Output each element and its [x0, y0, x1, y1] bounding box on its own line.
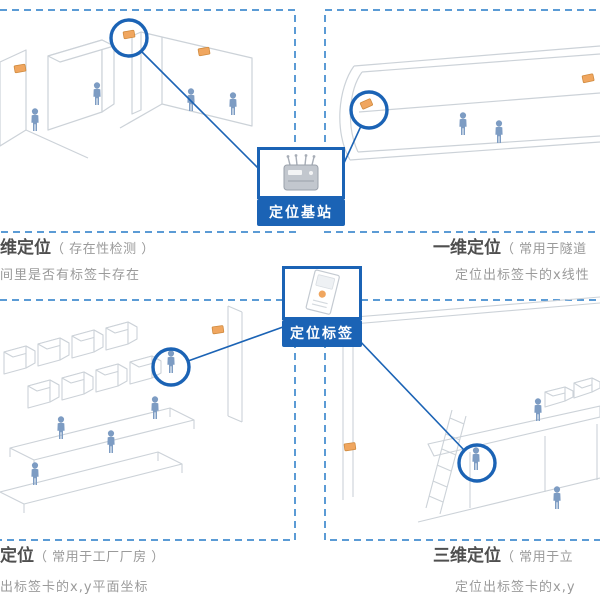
connector-line	[343, 125, 362, 164]
highlight-circle	[109, 18, 149, 58]
title-1d-positioning: 一维定位（ 常用于隧道	[433, 238, 587, 258]
person-figure-icon	[107, 430, 115, 453]
subtitle-1d-positioning: 定位出标签卡的x线性	[455, 268, 590, 283]
title-text: 三维定位	[433, 546, 501, 566]
people-bottom-right	[472, 398, 561, 509]
title-2d-positioning: 定位（ 常用于工厂厂房 ）	[0, 546, 165, 566]
base-station-device-icon	[283, 154, 319, 191]
person-figure-icon	[31, 462, 39, 485]
title-presence-detection: 维定位（ 存在性检测 ）	[0, 238, 155, 258]
quadrant-border-bottom-right	[324, 299, 600, 541]
devices-bottom-right	[343, 441, 357, 452]
title-text: 一维定位	[433, 238, 501, 258]
title-note: （ 常用于隧道	[501, 242, 587, 257]
person-figure-icon	[167, 350, 175, 373]
quadrant-borders	[0, 9, 600, 541]
scene-3d-warehouse	[342, 296, 600, 523]
tag-card-icon	[305, 269, 340, 315]
scene-factory	[0, 305, 243, 513]
scene-tunnel	[339, 45, 600, 161]
highlight-circle	[349, 90, 389, 130]
base-station-label: 定位基站	[257, 199, 345, 226]
subtitle-presence-detection: 间里是否有标签卡存在	[0, 268, 141, 283]
wall-device-icon	[581, 73, 595, 84]
wall-device-icon	[13, 63, 27, 74]
highlight-circle	[457, 443, 497, 483]
person-figure-icon	[31, 108, 39, 131]
devices-bottom-left	[211, 324, 225, 335]
connector-line	[356, 337, 465, 451]
base-station-card: 定位基站	[257, 147, 345, 226]
tag-icon	[282, 266, 362, 320]
scene-presence-detection	[0, 31, 253, 159]
tag-card: 定位标签	[282, 266, 362, 347]
wall-device-icon	[122, 29, 136, 40]
person-figure-icon	[472, 447, 480, 470]
wall-device-icon	[197, 46, 211, 57]
title-text: 定位	[0, 546, 34, 566]
person-figure-icon	[495, 120, 503, 143]
title-note: （ 常用于立	[501, 550, 574, 565]
annotations	[109, 18, 497, 483]
title-3d-positioning: 三维定位（ 常用于立	[433, 546, 573, 566]
devices-top-right	[359, 73, 595, 110]
wall-device-icon	[211, 324, 225, 335]
connector-line	[187, 326, 284, 362]
wall-device-icon	[343, 441, 357, 452]
connector-line	[140, 50, 263, 173]
quadrant-border-top-right	[324, 9, 600, 233]
people-top-right	[459, 112, 503, 143]
title-note: （ 存在性检测 ）	[51, 242, 155, 257]
wall-device-icon	[359, 98, 374, 110]
quadrant-border-bottom-left	[0, 299, 296, 541]
title-note: （ 常用于工厂厂房 ）	[34, 550, 165, 565]
highlight-circle	[151, 347, 191, 387]
tag-label: 定位标签	[282, 320, 362, 347]
person-figure-icon	[553, 486, 561, 509]
base-station-icon	[257, 147, 345, 199]
subtitle-2d-positioning: 出标签卡的x,y平面坐标	[0, 580, 149, 595]
title-text: 维定位	[0, 238, 51, 258]
person-figure-icon	[459, 112, 467, 135]
person-figure-icon	[534, 398, 542, 421]
subtitle-3d-positioning: 定位出标签卡的x,y	[455, 580, 576, 595]
